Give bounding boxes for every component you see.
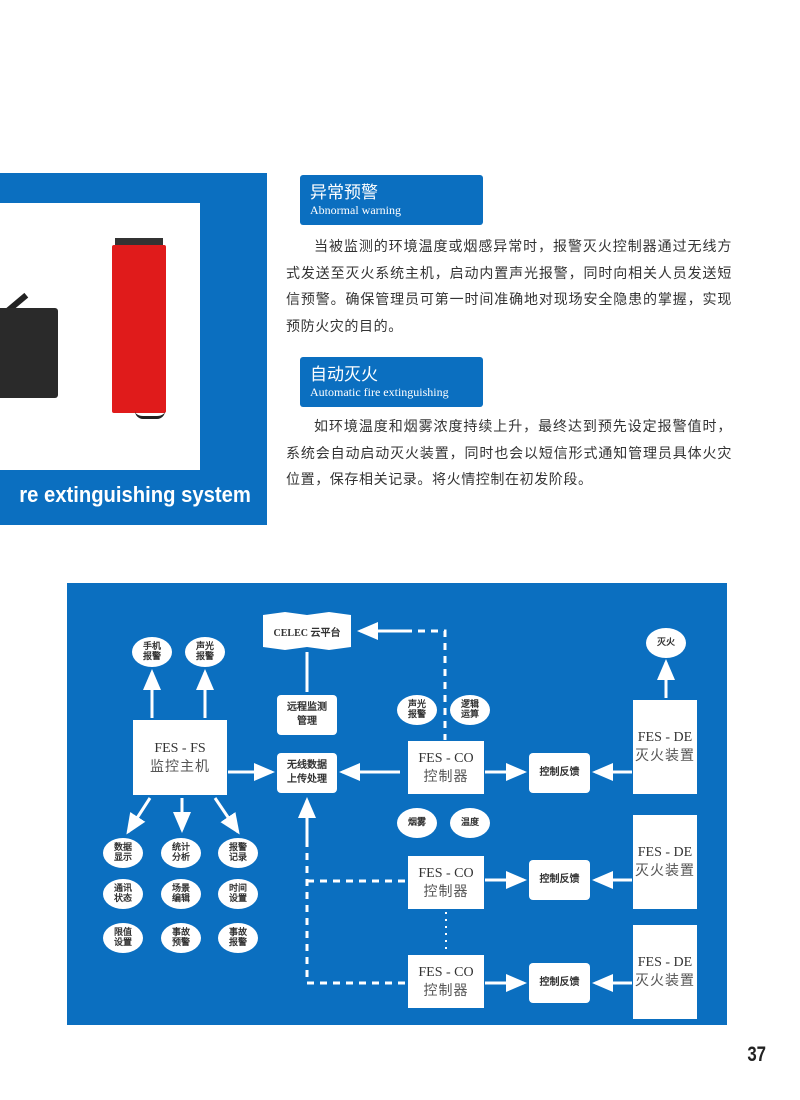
product-caption: re extinguishing system (19, 482, 251, 507)
extinguisher-code: FES - DE (637, 955, 693, 970)
extinguisher-device-image (112, 245, 166, 413)
cloud-platform: CELEC 云平台 (263, 612, 351, 650)
logic-node: 逻辑运算 (450, 695, 490, 725)
function-node: 限值设置 (103, 923, 143, 953)
controller-name: 控制器 (423, 769, 469, 785)
section-title-en: Automatic fire extinguishing (310, 385, 449, 399)
device-top-image (115, 238, 163, 248)
function-node: 通讯状态 (103, 879, 143, 909)
smoke-node: 烟雾 (397, 808, 437, 838)
controller-name: 控制器 (423, 884, 469, 900)
control-feedback-box: 控制反馈 (529, 963, 590, 1003)
section-body: 当被监测的环境温度或烟感异常时，报警灭火控制器通过无线方式发送至灭火系统主机，启… (286, 239, 732, 336)
remote-monitoring-box: 远程监测管理 (277, 695, 337, 735)
host-code: FES - FS (154, 740, 206, 756)
controller-box: FES - CO 控制器 (408, 955, 484, 1008)
wireless-upload-box: 无线数据上传处理 (277, 753, 337, 793)
controller-code: FES - CO (418, 750, 474, 766)
host-name: 监控主机 (150, 759, 210, 775)
extinguisher-name: 灭火装置 (635, 749, 695, 764)
control-feedback-box: 控制反馈 (529, 860, 590, 900)
controller-image (0, 308, 58, 398)
function-node: 场景编辑 (161, 879, 201, 909)
section-title-cn: 自动灭火 (310, 365, 378, 385)
function-node: 事故预警 (161, 923, 201, 953)
extinguish-node: 灭火 (646, 628, 686, 658)
section-body: 如环境温度和烟雾浓度持续上升，最终达到预先设定报警值时，系统会自动启动灭火装置，… (286, 419, 732, 489)
extinguisher-name: 灭火装置 (635, 864, 695, 879)
controller-code: FES - CO (418, 865, 474, 881)
controller-box: FES - CO 控制器 (408, 856, 484, 909)
monitoring-host-box: FES - FS 监控主机 (133, 720, 227, 795)
product-photo (0, 203, 200, 470)
section-header-auto-extinguish: 自动灭火 Automatic fire extinguishing (300, 357, 483, 407)
controller-code: FES - CO (418, 964, 474, 980)
function-node: 数据显示 (103, 838, 143, 868)
page-number: 37 (747, 1043, 767, 1066)
sound-light-alarm-node: 声光报警 (185, 637, 225, 667)
controller-name: 控制器 (423, 983, 469, 999)
temperature-node: 温度 (450, 808, 490, 838)
function-node: 时间设置 (218, 879, 258, 909)
function-node: 报警记录 (218, 838, 258, 868)
control-feedback-box: 控制反馈 (529, 753, 590, 793)
controller-alarm-node: 声光报警 (397, 695, 437, 725)
mobile-alarm-node: 手机报警 (132, 637, 172, 667)
extinguisher-code: FES - DE (637, 730, 693, 745)
extinguisher-box: FES - DE 灭火装置 (633, 700, 697, 794)
section-title-en: Abnormal warning (310, 203, 401, 217)
extinguisher-box: FES - DE 灭火装置 (633, 815, 697, 909)
function-node: 事故报警 (218, 923, 258, 953)
extinguisher-box: FES - DE 灭火装置 (633, 925, 697, 1019)
cable-image (135, 411, 165, 419)
controller-box: FES - CO 控制器 (408, 741, 484, 794)
extinguisher-code: FES - DE (637, 845, 693, 860)
extinguisher-name: 灭火装置 (635, 974, 695, 989)
section-title-cn: 异常预警 (310, 183, 378, 203)
function-node: 统计分析 (161, 838, 201, 868)
section-header-abnormal-warning: 异常预警 Abnormal warning (300, 175, 483, 225)
